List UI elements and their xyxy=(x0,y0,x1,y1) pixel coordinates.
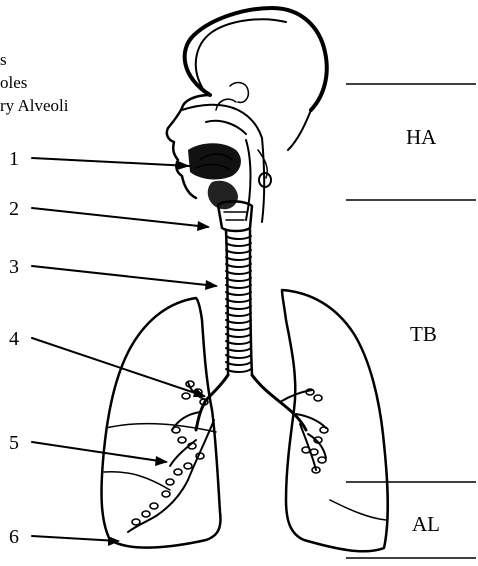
trachea xyxy=(226,230,252,375)
trachea-rings xyxy=(226,236,251,372)
bronchiole-cluster xyxy=(182,393,190,399)
bronchiole-cluster xyxy=(318,457,326,463)
pointer-label-5: 5 xyxy=(9,432,19,454)
bronchiole-clusters xyxy=(132,381,328,525)
trachea-ring xyxy=(226,306,251,309)
bronchiole-cluster xyxy=(320,427,328,433)
trachea-ring xyxy=(226,348,251,351)
pointer-label-3: 3 xyxy=(9,256,19,278)
trachea-ring xyxy=(226,257,251,260)
trachea-ring xyxy=(226,334,251,337)
bronchiole-cluster xyxy=(314,395,322,401)
trachea-ring xyxy=(226,355,251,358)
bronchiole-cluster xyxy=(162,491,170,497)
bronchiole-cluster xyxy=(172,427,180,433)
trachea-ring xyxy=(226,292,251,295)
oral-cavity xyxy=(188,138,271,222)
pointer-label-6: 6 xyxy=(9,526,19,548)
trachea-ring xyxy=(226,327,251,330)
trachea-ring xyxy=(226,313,251,316)
trachea-ring xyxy=(226,320,251,323)
pointer-arrow-3 xyxy=(32,266,216,286)
trachea-ring xyxy=(226,369,251,372)
zone-labels: HA TB AL xyxy=(406,125,440,536)
bronchiole-cluster xyxy=(178,437,186,443)
bronchiole-cluster xyxy=(174,469,182,475)
trachea-ring xyxy=(226,362,251,365)
zone-dividers xyxy=(346,84,476,558)
bronchiole-cluster xyxy=(150,503,158,509)
trachea-ring xyxy=(226,243,251,246)
pointer-labels: 1 2 3 4 5 6 xyxy=(9,148,19,548)
bronchiole-cluster xyxy=(142,511,150,517)
pointer-arrow-1 xyxy=(32,158,190,166)
trachea-ring xyxy=(226,299,251,302)
zone-label-al: AL xyxy=(412,512,440,536)
pointer-arrow-2 xyxy=(32,208,208,227)
clipped-legend-line: s xyxy=(0,50,7,69)
right-lung xyxy=(102,298,221,548)
pointer-arrows xyxy=(32,158,218,546)
trachea-ring xyxy=(226,271,251,274)
pointer-arrow-4 xyxy=(32,338,204,396)
trachea-ring xyxy=(226,341,251,344)
clipped-legend: s oles ry Alveoli xyxy=(0,50,69,115)
trachea-ring xyxy=(226,285,251,288)
pointer-arrow-5 xyxy=(32,442,166,462)
zone-label-tb: TB xyxy=(410,322,437,346)
arrowhead xyxy=(177,161,190,170)
pointer-label-1: 1 xyxy=(9,148,19,170)
pointer-arrow-6 xyxy=(32,536,118,541)
pointer-label-2: 2 xyxy=(9,198,19,220)
clipped-legend-line: ry Alveoli xyxy=(0,96,69,115)
trachea-ring xyxy=(226,250,251,253)
trachea-ring xyxy=(226,278,251,281)
left-lung xyxy=(282,290,388,551)
bronchiole-cluster xyxy=(132,519,140,525)
pointer-label-4: 4 xyxy=(9,328,19,350)
zone-label-ha: HA xyxy=(406,125,437,149)
trachea-ring xyxy=(226,264,251,267)
bronchiole-cluster xyxy=(166,479,174,485)
trachea-ring xyxy=(226,236,251,239)
clipped-legend-line: oles xyxy=(0,73,27,92)
bronchiole-cluster xyxy=(184,463,192,469)
bronchial-tree xyxy=(128,375,328,532)
